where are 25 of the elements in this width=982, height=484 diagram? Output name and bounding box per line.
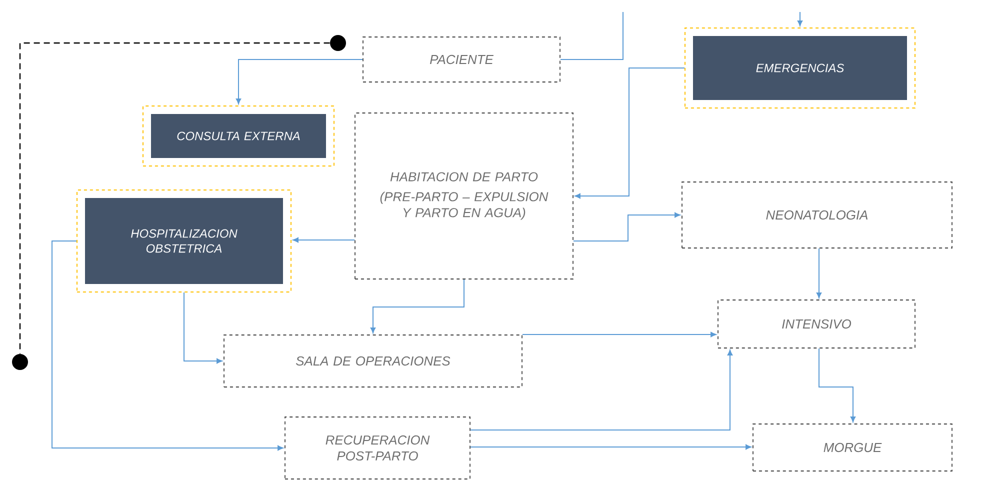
arrow [574,68,685,199]
process-box: INTENSIVO [718,300,916,348]
process-box: MORGUE [752,424,952,472]
process-box: HABITACION DE PARTO (PRE-PARTO – EXPULSION Y PARTO EN AGUA) [354,112,574,280]
process-box: RECUPERACION POST-PARTO [284,416,470,480]
dot [12,354,28,370]
arrow [797,12,803,26]
arrow [522,332,716,338]
arrow [370,278,464,334]
process-box: PACIENTE [362,36,560,82]
department-box: EMERGENCIAS [684,28,916,108]
department-box: HOSPITALIZACION OBSTETRICA [76,190,292,292]
process-box: SALA DE OPERACIONES [224,334,522,388]
arrow [572,212,680,242]
arrow [470,350,733,430]
arrow [52,240,284,451]
dot [330,35,346,51]
arrow [292,237,356,243]
arrow [818,348,856,422]
arrow [236,59,364,104]
process-box: NEONATOLOGIA [682,182,952,248]
arrow [470,444,752,450]
arrow [816,248,822,298]
department-box: CONSULTA EXTERNA [142,106,334,166]
arrow [184,292,222,364]
